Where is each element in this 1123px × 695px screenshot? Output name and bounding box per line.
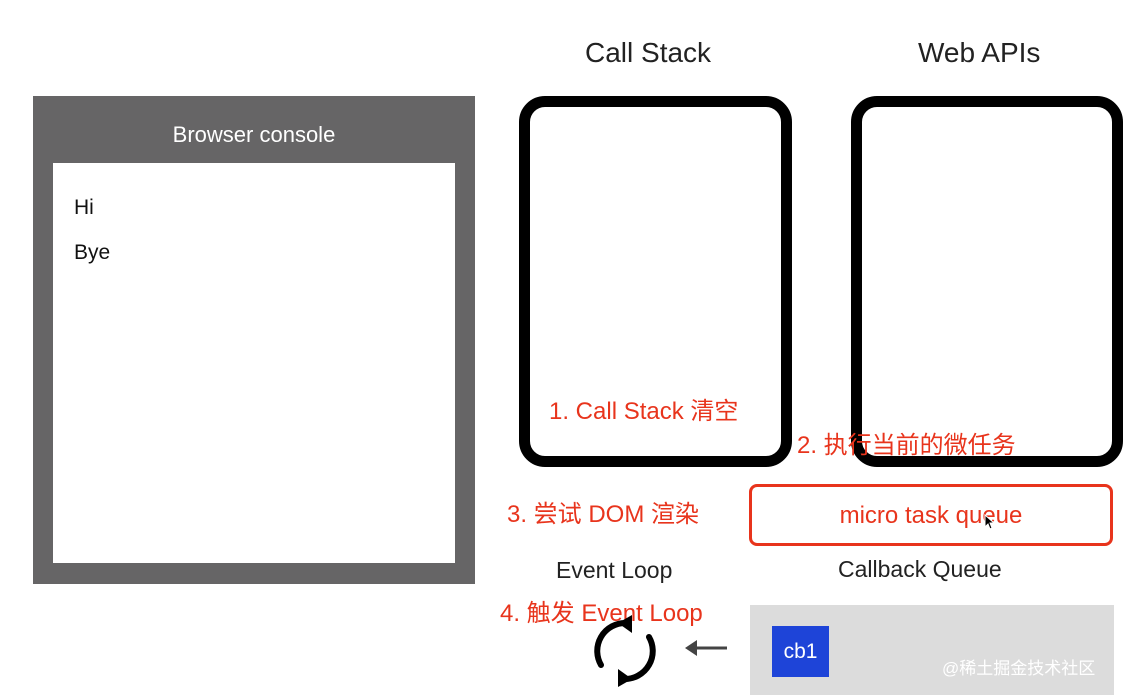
console-line: Hi: [74, 196, 94, 219]
callback-queue: cb1: [750, 605, 1114, 695]
call-stack-box: [519, 96, 792, 467]
web-apis-box: [851, 96, 1123, 467]
call-stack-heading: Call Stack: [585, 37, 712, 68]
console-output: Hi Bye: [53, 163, 455, 563]
mouse-cursor-icon: [984, 514, 996, 530]
callback-queue-label: Callback Queue: [838, 556, 1002, 582]
watermark: @稀土掘金技术社区: [942, 659, 1096, 678]
browser-console: Browser console Hi Bye: [33, 96, 475, 584]
event-loop-label: Event Loop: [556, 557, 673, 583]
micro-task-queue: micro task queue: [749, 484, 1113, 546]
micro-task-queue-label: micro task queue: [839, 502, 1023, 529]
step-1-note: 1. Call Stack 清空: [549, 398, 739, 425]
console-line: Bye: [74, 241, 111, 264]
callback-item: cb1: [772, 626, 829, 677]
circular-arrows-icon: [594, 615, 656, 687]
step-3-note: 3. 尝试 DOM 渲染: [507, 501, 700, 528]
left-arrow-icon: [685, 640, 727, 656]
step-4-note: 4. 触发 Event Loop: [500, 600, 703, 627]
web-apis-heading: Web APIs: [918, 37, 1041, 68]
console-title: Browser console: [172, 122, 336, 147]
step-2-note: 2. 执行当前的微任务: [797, 432, 1016, 459]
